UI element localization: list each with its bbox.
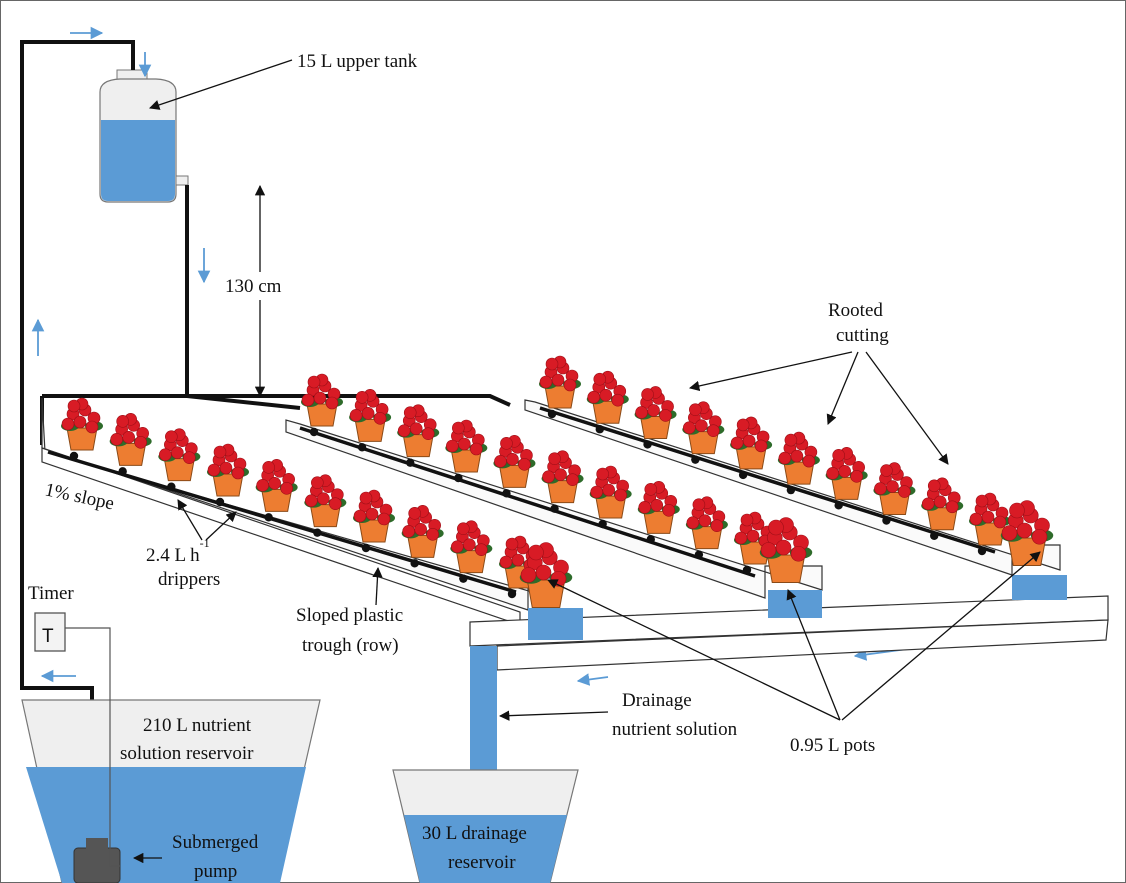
- label-rooted-1: Rooted: [828, 300, 883, 321]
- flower-pot-icon: [682, 401, 725, 455]
- flower-pot-icon: [304, 474, 347, 528]
- flower-pot-icon: [1000, 500, 1054, 566]
- upper-tank: [99, 69, 189, 203]
- dripper: [357, 443, 367, 452]
- dripper: [454, 473, 463, 483]
- dripper: [977, 546, 987, 556]
- collector-channel: [469, 575, 1109, 770]
- flower-pot-icon: [921, 477, 964, 531]
- label-slope: 1% slope: [43, 479, 116, 514]
- flower-pot-icon: [873, 462, 916, 516]
- label-drippers-prefix: 2.4 L h: [146, 545, 200, 566]
- flower-pot-icon: [685, 496, 728, 550]
- label-pots: 0.95 L pots: [790, 735, 875, 756]
- timer-icon: [34, 612, 120, 867]
- flower-pot-icon: [207, 443, 249, 497]
- label-trough-2: trough (row): [302, 635, 399, 656]
- flower-pot-icon: [397, 404, 440, 458]
- dripper: [598, 519, 607, 529]
- callouts: [132, 59, 1041, 864]
- flow-arrows: [31, 26, 916, 754]
- dripper: [264, 513, 273, 522]
- flower-pot-icon: [61, 397, 103, 451]
- flow-arrow-icon: [576, 673, 609, 686]
- flower-pot-icon: [634, 386, 677, 439]
- flower-pot-icon: [777, 431, 820, 485]
- flower-pot-icon: [637, 481, 680, 534]
- flower-pot-icon: [349, 389, 392, 442]
- flower-pot-icon: [825, 447, 868, 500]
- flower-pot-icon: [255, 459, 298, 512]
- dripper: [595, 425, 604, 434]
- dripper: [738, 470, 748, 480]
- label-reservoir-1: 210 L nutrient: [143, 715, 252, 736]
- flower-pot-icon: [493, 435, 536, 488]
- label-drain-reservoir-1: 30 L drainage: [422, 823, 527, 844]
- dripper: [167, 482, 176, 491]
- label-drippers-2: drippers: [158, 569, 220, 590]
- dripper: [547, 409, 557, 419]
- label-drippers-exp: -1: [200, 536, 210, 550]
- dripper: [410, 559, 419, 568]
- flower-pot-icon: [541, 450, 584, 504]
- label-reservoir-2: solution reservoir: [120, 743, 254, 764]
- flower-pot-icon: [445, 419, 488, 473]
- flower-pot-icon: [730, 416, 773, 470]
- dripper: [69, 451, 79, 461]
- drain-pipe: [470, 646, 497, 770]
- flower-pot-icon: [353, 489, 395, 543]
- label-upper-tank: 15 L upper tank: [297, 51, 418, 72]
- label-drain-reservoir-2: reservoir: [448, 852, 516, 873]
- label-trough-1: Sloped plastic: [296, 605, 403, 626]
- dripper: [361, 543, 371, 553]
- dripper: [118, 467, 127, 476]
- flower-pot-icon: [759, 517, 813, 583]
- flower-pot-icon: [969, 492, 1011, 546]
- label-drainage-1: Drainage: [622, 690, 692, 711]
- dripper: [646, 535, 655, 544]
- dripper: [459, 574, 468, 583]
- flower-pot-icon: [450, 520, 493, 574]
- dripper: [834, 501, 843, 510]
- dripper-lines: [47, 406, 996, 594]
- plants: [61, 355, 1054, 608]
- label-timer: Timer: [28, 583, 74, 604]
- label-pump-2: pump: [194, 861, 237, 882]
- flower-pot-icon: [401, 505, 444, 558]
- drainage-reservoir: [392, 769, 579, 883]
- dripper: [550, 504, 559, 513]
- dripper: [215, 497, 225, 507]
- dripper: [643, 440, 652, 449]
- label-rooted-2: cutting: [836, 325, 889, 346]
- dripper: [406, 458, 415, 467]
- dripper: [691, 455, 700, 464]
- label-height: 130 cm: [225, 276, 282, 297]
- dripper: [786, 485, 796, 495]
- dripper: [507, 589, 517, 599]
- dripper: [882, 516, 891, 525]
- flower-pot-icon: [301, 373, 343, 427]
- timer-symbol: T: [42, 626, 54, 647]
- label-drainage-2: nutrient solution: [612, 719, 738, 740]
- flower-pot-icon: [158, 428, 201, 482]
- flower-pot-icon: [539, 355, 581, 409]
- label-drippers-1: 2.4 L h-1: [146, 536, 210, 566]
- dripper: [742, 565, 752, 575]
- dripper: [313, 528, 322, 537]
- dripper: [309, 427, 319, 437]
- dripper: [502, 489, 511, 498]
- flower-pot-icon: [589, 465, 632, 519]
- dripper: [930, 531, 939, 540]
- dripper: [694, 550, 704, 559]
- flower-pot-icon: [586, 370, 629, 424]
- drippers: [69, 409, 987, 599]
- label-pump-1: Submerged: [172, 832, 259, 853]
- flower-pot-icon: [109, 413, 152, 466]
